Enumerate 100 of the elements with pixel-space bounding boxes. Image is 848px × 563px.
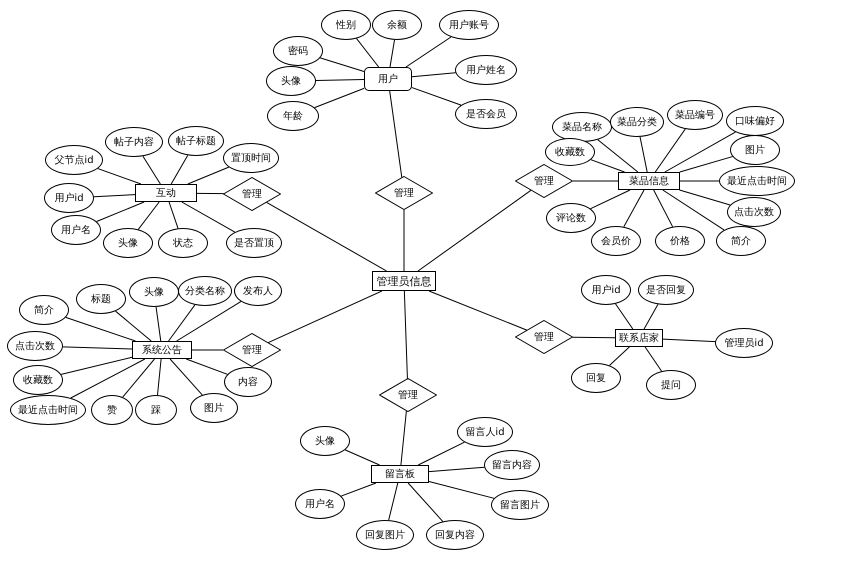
connector-line (138, 202, 160, 230)
attribute-ellipse: 头像 (300, 426, 350, 456)
connector-line (609, 346, 630, 366)
connector-line (597, 139, 638, 172)
connector-line (315, 79, 364, 81)
attribute-ellipse: 留言图片 (491, 490, 549, 520)
entity-box: 留言板 (371, 465, 429, 483)
connector-line (654, 128, 686, 172)
relationship-diamond: 管理 (223, 177, 281, 211)
connector-line (196, 192, 224, 194)
relationship-diamond: 管理 (375, 176, 433, 210)
attribute-ellipse: 头像 (103, 228, 153, 258)
attribute-ellipse: 余额 (372, 10, 422, 40)
attribute-ellipse: 收藏数 (13, 365, 63, 395)
attribute-ellipse: 收藏数 (545, 138, 595, 166)
attribute-ellipse: 点击次数 (727, 197, 781, 227)
attribute-ellipse: 点击次数 (7, 331, 63, 361)
connector-line (186, 358, 228, 375)
connector-line (572, 336, 616, 338)
attribute-ellipse: 是否置顶 (226, 228, 282, 258)
attribute-ellipse: 图片 (190, 393, 238, 423)
connector-line (115, 310, 152, 342)
connector-line (623, 190, 645, 228)
attribute-ellipse: 置顶时间 (223, 143, 279, 173)
connector-line (615, 303, 634, 330)
attribute-ellipse: 父节点id (45, 145, 103, 175)
attribute-ellipse: 用户名 (51, 215, 101, 245)
attribute-ellipse: 管理员id (715, 328, 773, 358)
connector-line (70, 358, 146, 398)
attribute-ellipse: 评论数 (546, 203, 596, 233)
attribute-ellipse: 头像 (266, 66, 316, 96)
connector-line (664, 132, 736, 172)
entity-box: 菜品信息 (618, 172, 680, 190)
connector-line (157, 358, 162, 396)
attribute-ellipse: 密码 (273, 36, 323, 66)
entity-box: 管理员信息 (372, 271, 436, 291)
attribute-ellipse: 是否会员 (455, 99, 517, 129)
connector-line (62, 346, 132, 350)
relationship-diamond: 管理 (379, 378, 437, 412)
connector-line (356, 38, 380, 68)
connector-line (170, 358, 203, 396)
connector-line (96, 202, 145, 222)
connector-line (170, 154, 188, 184)
connector-line (314, 88, 364, 108)
attribute-ellipse: 价格 (655, 226, 705, 256)
attribute-ellipse: 留言内容 (484, 450, 540, 480)
attribute-ellipse: 菜品编号 (667, 100, 723, 130)
connector-line (320, 57, 364, 72)
attribute-ellipse: 标题 (76, 284, 126, 314)
connector-line (644, 304, 658, 330)
attribute-ellipse: 回复 (571, 363, 621, 393)
connector-line (60, 356, 132, 375)
connector-line (122, 358, 155, 398)
connector-line (97, 168, 142, 184)
connector-line (408, 482, 444, 522)
connector-line (662, 190, 725, 230)
connector-line (404, 290, 408, 379)
connector-line (572, 180, 618, 182)
connector-line (268, 290, 382, 344)
attribute-ellipse: 留言人id (457, 417, 513, 447)
connector-line (176, 301, 242, 342)
attribute-ellipse: 内容 (224, 367, 272, 397)
connector-line (93, 194, 136, 198)
connector-line (644, 346, 662, 372)
attribute-ellipse: 赞 (91, 395, 133, 425)
connector-line (65, 316, 136, 342)
attribute-ellipse: 发布人 (234, 276, 282, 306)
attribute-ellipse: 年龄 (267, 101, 319, 131)
connector-line (406, 36, 452, 68)
connector-line (187, 166, 230, 184)
connector-line (400, 410, 407, 466)
attribute-ellipse: 回复内容 (426, 520, 484, 550)
connector-line (428, 466, 485, 472)
relationship-diamond: 管理 (515, 320, 573, 354)
connector-line (590, 159, 625, 172)
attribute-ellipse: 口味偏好 (726, 106, 784, 136)
attribute-ellipse: 最近点击时间 (10, 395, 86, 425)
attribute-ellipse: 性别 (321, 10, 371, 40)
attribute-ellipse: 用户id (44, 183, 94, 213)
connector-line (389, 90, 402, 178)
attribute-ellipse: 菜品分类 (610, 107, 664, 137)
attribute-ellipse: 头像 (129, 277, 179, 307)
connector-line (640, 136, 648, 172)
connector-line (418, 190, 532, 272)
connector-line (590, 190, 631, 210)
relationship-diamond: 管理 (515, 164, 573, 198)
entity-box: 联系店家 (615, 329, 663, 347)
connector-line (680, 180, 720, 182)
entity-box: 系统公告 (132, 341, 192, 359)
attribute-ellipse: 最近点击时间 (719, 166, 795, 196)
connector-line (653, 190, 674, 228)
attribute-ellipse: 是否回复 (638, 275, 694, 305)
connector-line (412, 72, 456, 78)
attribute-ellipse: 回复图片 (356, 520, 414, 550)
connector-line (418, 442, 465, 466)
connector-line (662, 338, 716, 342)
attribute-ellipse: 帖子标题 (168, 126, 224, 156)
connector-line (181, 202, 236, 233)
attribute-ellipse: 提问 (646, 370, 696, 400)
connector-line (679, 156, 734, 172)
